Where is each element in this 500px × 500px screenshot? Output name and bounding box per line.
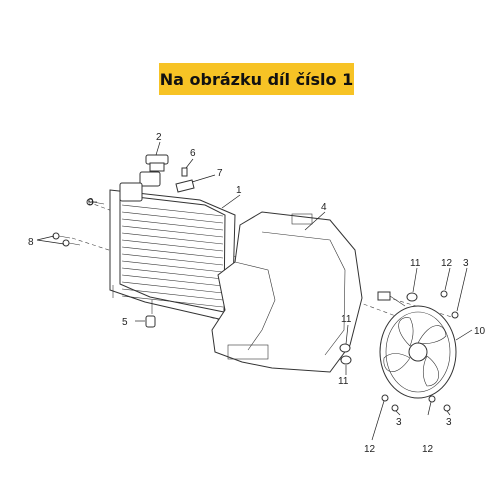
grommet xyxy=(145,315,156,328)
radiator-fin xyxy=(121,267,224,280)
callout-4: 4 xyxy=(321,202,327,213)
part-number-banner: Na obrázku díl číslo 1 xyxy=(159,63,354,95)
callout-9: 9 xyxy=(88,197,94,208)
radiator-fin xyxy=(121,204,224,217)
rubber-mounts xyxy=(339,292,418,365)
callout-11-top: 11 xyxy=(410,258,421,269)
callout-12-left: 12 xyxy=(364,444,376,455)
callout-8: 8 xyxy=(28,237,34,248)
callout-6: 6 xyxy=(190,148,196,159)
radiator-fin xyxy=(121,260,224,273)
radiator-fin xyxy=(121,218,224,231)
radiator-fin xyxy=(121,295,224,308)
radiator-fin xyxy=(121,225,224,238)
clip-parts xyxy=(175,167,195,193)
radiator-fin xyxy=(121,281,224,294)
callout-5: 5 xyxy=(122,317,128,328)
radiator-fin xyxy=(121,253,224,266)
callout-10: 10 xyxy=(474,326,486,337)
callout-11-bottom: 11 xyxy=(338,376,349,387)
callout-12-right: 12 xyxy=(422,444,434,455)
leader-lines xyxy=(36,141,473,441)
radiator-fin xyxy=(121,239,224,252)
callout-7: 7 xyxy=(217,168,223,179)
radiator-fin xyxy=(121,232,224,245)
fasteners xyxy=(381,290,459,412)
radiator-fin xyxy=(121,246,224,259)
callout-3-left: 3 xyxy=(396,417,402,428)
cooling-fan xyxy=(377,291,457,399)
radiator-fin xyxy=(121,288,224,301)
radiator xyxy=(109,171,236,323)
callout-2: 2 xyxy=(156,132,162,143)
callout-labels: 2 6 7 1 9 8 5 4 11 11 11 12 3 10 12 3 12… xyxy=(28,132,486,455)
radiator-fin xyxy=(121,211,224,224)
callout-3-right: 3 xyxy=(446,417,452,428)
radiator-cap xyxy=(145,154,169,172)
callout-3-top: 3 xyxy=(463,258,469,269)
banner-text: Na obrázku díl číslo 1 xyxy=(159,69,354,89)
callout-1: 1 xyxy=(236,185,242,196)
fan-shroud xyxy=(211,211,363,373)
callout-12-top: 12 xyxy=(441,258,453,269)
callout-11-middle: 11 xyxy=(341,314,352,325)
radiator-fin xyxy=(121,274,224,287)
bolts xyxy=(52,198,105,247)
